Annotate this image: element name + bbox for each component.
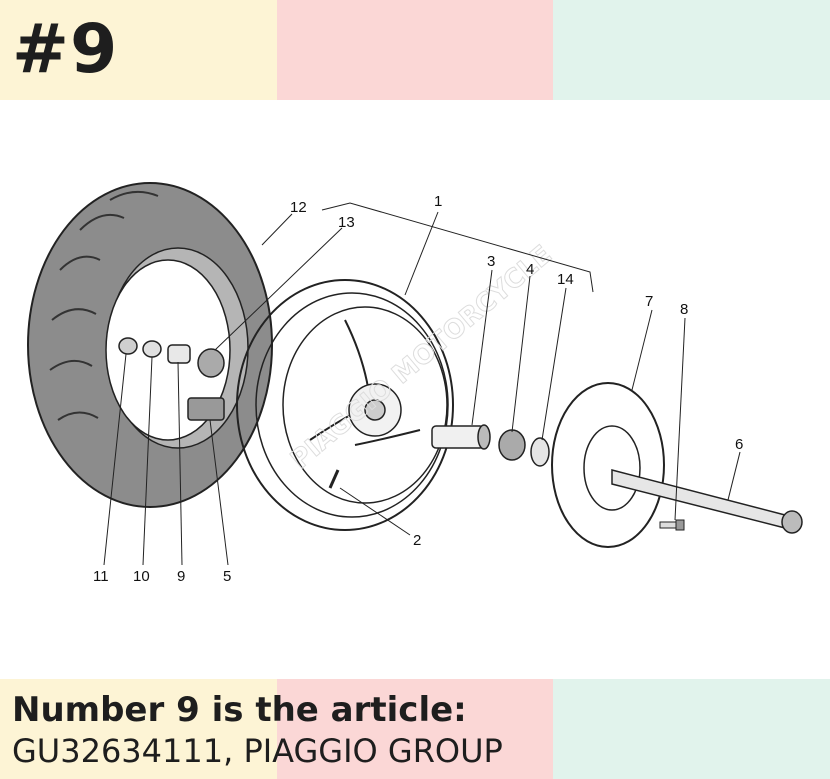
assembly-bracket [321, 202, 594, 293]
callout-10: 10 [133, 568, 150, 585]
axle-spacer-parts [431, 424, 550, 467]
callout-1: 1 [434, 193, 442, 210]
band-segment-yellow [0, 0, 277, 100]
band-segment-pink [276, 0, 554, 100]
brake-disc [551, 382, 665, 548]
callout-5: 5 [223, 568, 231, 585]
wheel-axle [611, 469, 803, 534]
tire-valve [328, 469, 340, 489]
callout-7: 7 [645, 293, 653, 310]
caption-article: GU32634111, PIAGGIO GROUP [12, 732, 503, 770]
callout-14: 14 [557, 271, 574, 288]
callout-2: 2 [413, 532, 421, 549]
callout-13: 13 [338, 214, 355, 231]
callout-4: 4 [526, 261, 534, 278]
band-segment-mint [553, 0, 830, 100]
disc-bolt [659, 519, 685, 531]
caption-headline: Number 9 is the article: [12, 690, 467, 730]
footer-color-band [0, 679, 830, 779]
callout-6: 6 [735, 436, 743, 453]
exploded-wheel-diagram: PIAGGIO MOTORCYCLE 1 2 3 4 5 6 7 8 9 10 … [27, 182, 803, 585]
leader-lines [103, 211, 741, 566]
callout-12: 12 [290, 199, 307, 216]
wheel-rim [236, 279, 454, 531]
callout-3: 3 [487, 253, 495, 270]
header-color-band [0, 0, 830, 100]
band-segment-pink [276, 679, 554, 779]
band-segment-yellow [0, 679, 277, 779]
callout-8: 8 [680, 301, 688, 318]
callout-11: 11 [93, 568, 109, 585]
small-parts-left [118, 337, 225, 421]
part-number-badge: #9 [12, 10, 119, 89]
band-segment-mint [553, 679, 830, 779]
callout-9: 9 [177, 568, 185, 585]
